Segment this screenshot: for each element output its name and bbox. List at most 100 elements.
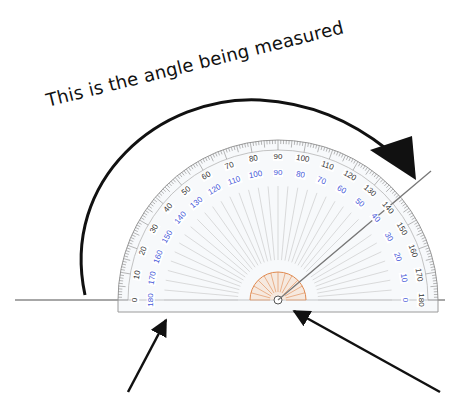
scale-tick [278, 140, 279, 150]
radial-line [313, 243, 377, 280]
protractor-body [118, 140, 438, 312]
outer-scale-number: 170 [414, 267, 425, 284]
scale-tick [231, 147, 232, 151]
scale-tick [144, 213, 147, 215]
scale-tick [252, 142, 254, 146]
scale-tick [129, 243, 133, 244]
scale-tick [200, 160, 202, 164]
radial-line [164, 300, 238, 301]
scale-tick [392, 191, 395, 194]
scale-tick [343, 155, 346, 161]
scale-tick [196, 163, 198, 166]
inner-scale-number: 180 [147, 292, 155, 307]
scale-tick [205, 157, 207, 161]
scale-tick [223, 150, 226, 159]
scale-tick [404, 206, 407, 208]
radial-line [268, 186, 274, 260]
scale-tick [124, 256, 128, 257]
scale-tick [403, 204, 406, 206]
scale-tick [376, 176, 379, 179]
angle-arrowhead [370, 136, 416, 180]
scale-tick [150, 204, 153, 206]
scale-tick [122, 266, 126, 268]
scale-tick [434, 291, 438, 292]
scale-tick [339, 153, 341, 157]
scale-tick [179, 174, 181, 177]
scale-tick [346, 156, 348, 160]
scale-tick [288, 140, 289, 144]
scale-tick [372, 172, 374, 175]
scale-tick [133, 232, 139, 235]
scale-tick [363, 166, 365, 169]
scale-tick [433, 283, 437, 284]
scale-tick [427, 253, 431, 254]
scale-tick [394, 193, 397, 196]
radial-line [168, 270, 239, 289]
scale-tick [426, 259, 433, 261]
scale-tick [329, 149, 330, 153]
scale-tick [291, 141, 293, 148]
scale-tick [272, 140, 273, 144]
radial-line [316, 261, 386, 286]
measuring-ray [278, 171, 431, 300]
scale-tick [307, 143, 309, 147]
scale-tick [255, 142, 257, 146]
radial-line [191, 227, 248, 275]
scale-tick [329, 150, 332, 159]
scale-tick [419, 245, 428, 248]
radial-line [306, 219, 358, 271]
scale-tick [175, 177, 181, 185]
scale-tick [326, 148, 327, 152]
scale-tick [417, 232, 423, 235]
scale-tick [430, 286, 437, 288]
scale-tick [433, 280, 437, 281]
center-ray [278, 272, 279, 292]
scale-tick [135, 227, 139, 229]
scale-tick [118, 291, 122, 292]
scale-tick [171, 181, 174, 184]
outer-scale-number: 10 [132, 269, 142, 281]
radial-line [304, 213, 352, 270]
scale-tick [390, 189, 393, 192]
center-ray [254, 286, 271, 296]
scale-tick [407, 211, 410, 213]
center-ray [286, 300, 306, 301]
scale-tick [147, 208, 153, 212]
center-ray [258, 280, 272, 294]
scale-tick [120, 272, 130, 274]
scale-tick [127, 248, 131, 249]
scale-tick [167, 185, 170, 188]
scale-tick [138, 222, 142, 224]
scale-tick [414, 222, 418, 224]
inner-scale-number: 0 [401, 297, 409, 303]
callout-note: This is the angle being measured [44, 18, 345, 109]
scale-tick [121, 269, 125, 271]
radial-line [298, 201, 335, 265]
radial-line [278, 186, 279, 260]
scale-tick [275, 140, 276, 144]
scale-ticks [118, 140, 438, 300]
inner-scale-number: 10 [398, 272, 408, 284]
scale-tick [215, 153, 217, 157]
scale-tick [354, 160, 356, 164]
scale-tick [244, 144, 246, 148]
scale-tick [154, 199, 157, 202]
scale-tick [365, 167, 367, 170]
scale-tick [410, 215, 413, 217]
scale-tick [184, 171, 186, 174]
scale-tick [313, 144, 315, 148]
center-ray [271, 273, 276, 292]
radial-line [239, 193, 264, 263]
scale-tick [118, 288, 122, 289]
scale-tick [426, 248, 430, 249]
scale-tick [189, 167, 191, 170]
scale-tick [122, 264, 126, 266]
scale-tick [247, 143, 249, 147]
scale-tick [125, 253, 129, 254]
scale-tick [434, 297, 438, 298]
scale-tick [366, 169, 370, 175]
outer-scale-number: 180 [417, 292, 425, 307]
pointer-arrow [294, 311, 440, 392]
inner-scale-number: 90 [273, 169, 284, 177]
pointer-arrow [128, 320, 166, 392]
